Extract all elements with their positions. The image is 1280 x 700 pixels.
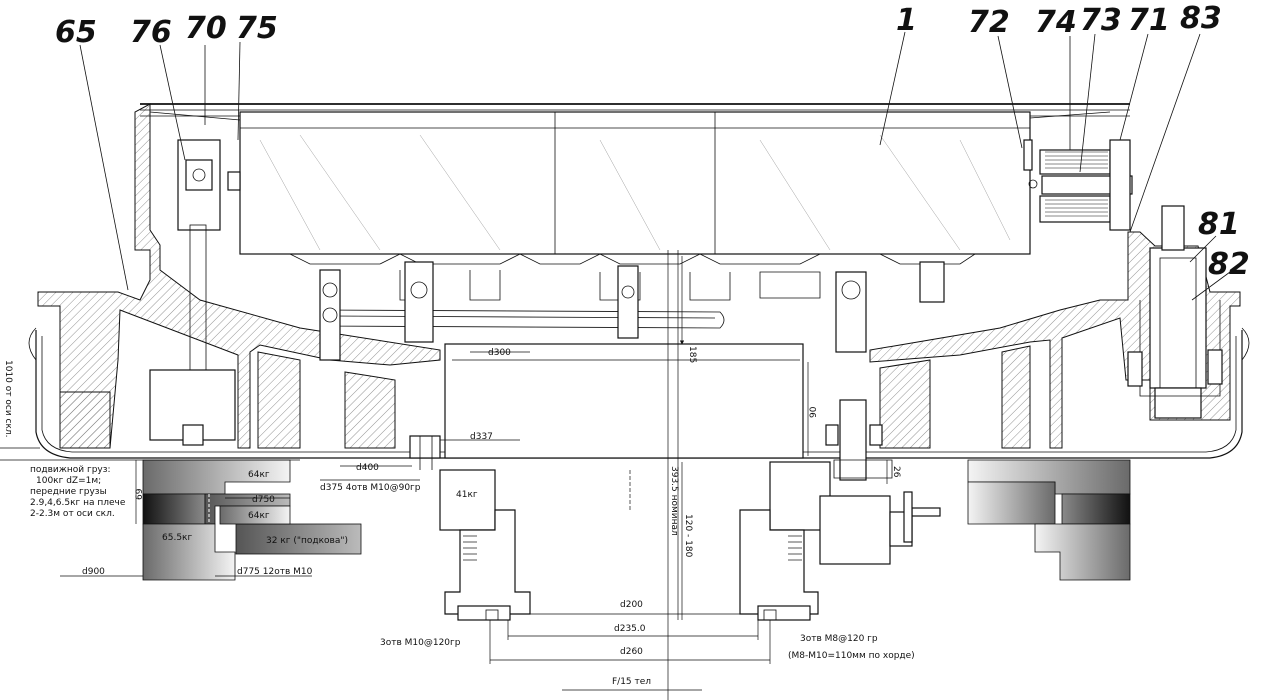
dim-1010: 1010 от оси скл. (3, 360, 13, 438)
note-holes-left: 3отв M10@120гр (380, 638, 461, 648)
dim-69: 69 (135, 488, 145, 500)
dimension-lines (0, 250, 888, 700)
weight-41: 41кг (456, 490, 478, 500)
right-pedestal (739, 461, 941, 621)
dim-d235: d235.0 (614, 624, 646, 634)
callout-73: 73 (1080, 3, 1122, 38)
callout-70: 70 (185, 11, 227, 46)
note-bottom: F/15 тел (612, 677, 651, 687)
drive-beam (319, 261, 945, 361)
callout-81: 81 (1198, 207, 1240, 242)
note-holes-right: 3отв M8@120 гр (800, 634, 878, 644)
weight-64-mid: 64кг (248, 511, 270, 521)
central-hub (409, 343, 804, 470)
dim-d300: d300 (488, 348, 511, 358)
callout-65: 65 (55, 15, 97, 50)
callout-76: 76 (130, 15, 172, 50)
dimension-labels: d300 d337 d400 d375 4отв M10@90гр d750 d… (3, 346, 901, 657)
weight-64-top: 64кг (248, 470, 270, 480)
dim-d200: d200 (620, 600, 643, 610)
callout-numbers: 65 76 70 75 1 72 74 73 71 83 81 82 (55, 1, 1250, 282)
dim-d400: d400 (356, 463, 379, 473)
note-moving-load-1: 100кг dZ=1м; (36, 476, 101, 486)
weight-65-5: 65.5кг (162, 533, 192, 543)
callout-leaders (79, 31, 1231, 301)
main-rotor-block (239, 111, 1031, 265)
note-moving-load-2: передние грузы (30, 487, 107, 497)
dim-185: 185 (687, 346, 697, 363)
weight-labels: 64кг 64кг 65.5кг 32 кг ("подкова") 41кг (162, 470, 478, 546)
note-moving-load-4: 2-2.3м от оси скл. (30, 509, 115, 519)
callout-71: 71 (1128, 3, 1170, 38)
weight-32: 32 кг ("подкова") (266, 536, 348, 546)
callout-72: 72 (968, 5, 1010, 40)
dim-d375: d375 4отв M10@90гр (320, 483, 421, 493)
dim-d260: d260 (620, 647, 643, 657)
note-moving-load-0: подвижной груз: (30, 465, 111, 475)
callout-74: 74 (1035, 5, 1077, 40)
dim-d775: d775 12отв M10 (237, 567, 313, 577)
dim-393-5: 393.5 номинал (669, 466, 679, 536)
dim-d337: d337 (470, 432, 493, 442)
left-rod-assembly (149, 139, 241, 446)
right-counterweights (967, 459, 1131, 581)
callout-83: 83 (1180, 1, 1222, 36)
dim-120-180: 120 - 180 (683, 514, 693, 558)
dim-26: 26 (891, 466, 901, 478)
callout-1: 1 (896, 3, 917, 38)
right-cylinder (1127, 205, 1223, 419)
right-spring-packs (1023, 139, 1133, 231)
dim-d750: d750 (252, 495, 275, 505)
dim-d900: d900 (82, 567, 105, 577)
note-holes-chord: (M8-M10=110мм по хорде) (788, 651, 915, 661)
dim-90: 90 (809, 406, 819, 418)
callout-75: 75 (236, 11, 278, 46)
callout-82: 82 (1208, 247, 1250, 282)
centre-right-valve (825, 399, 893, 481)
left-counterweights (142, 459, 362, 581)
notes: подвижной груз: 100кг dZ=1м; передние гр… (30, 465, 915, 687)
note-moving-load-3: 2.9,4,6.5кг на плече (30, 498, 126, 508)
left-pedestal (439, 469, 531, 621)
